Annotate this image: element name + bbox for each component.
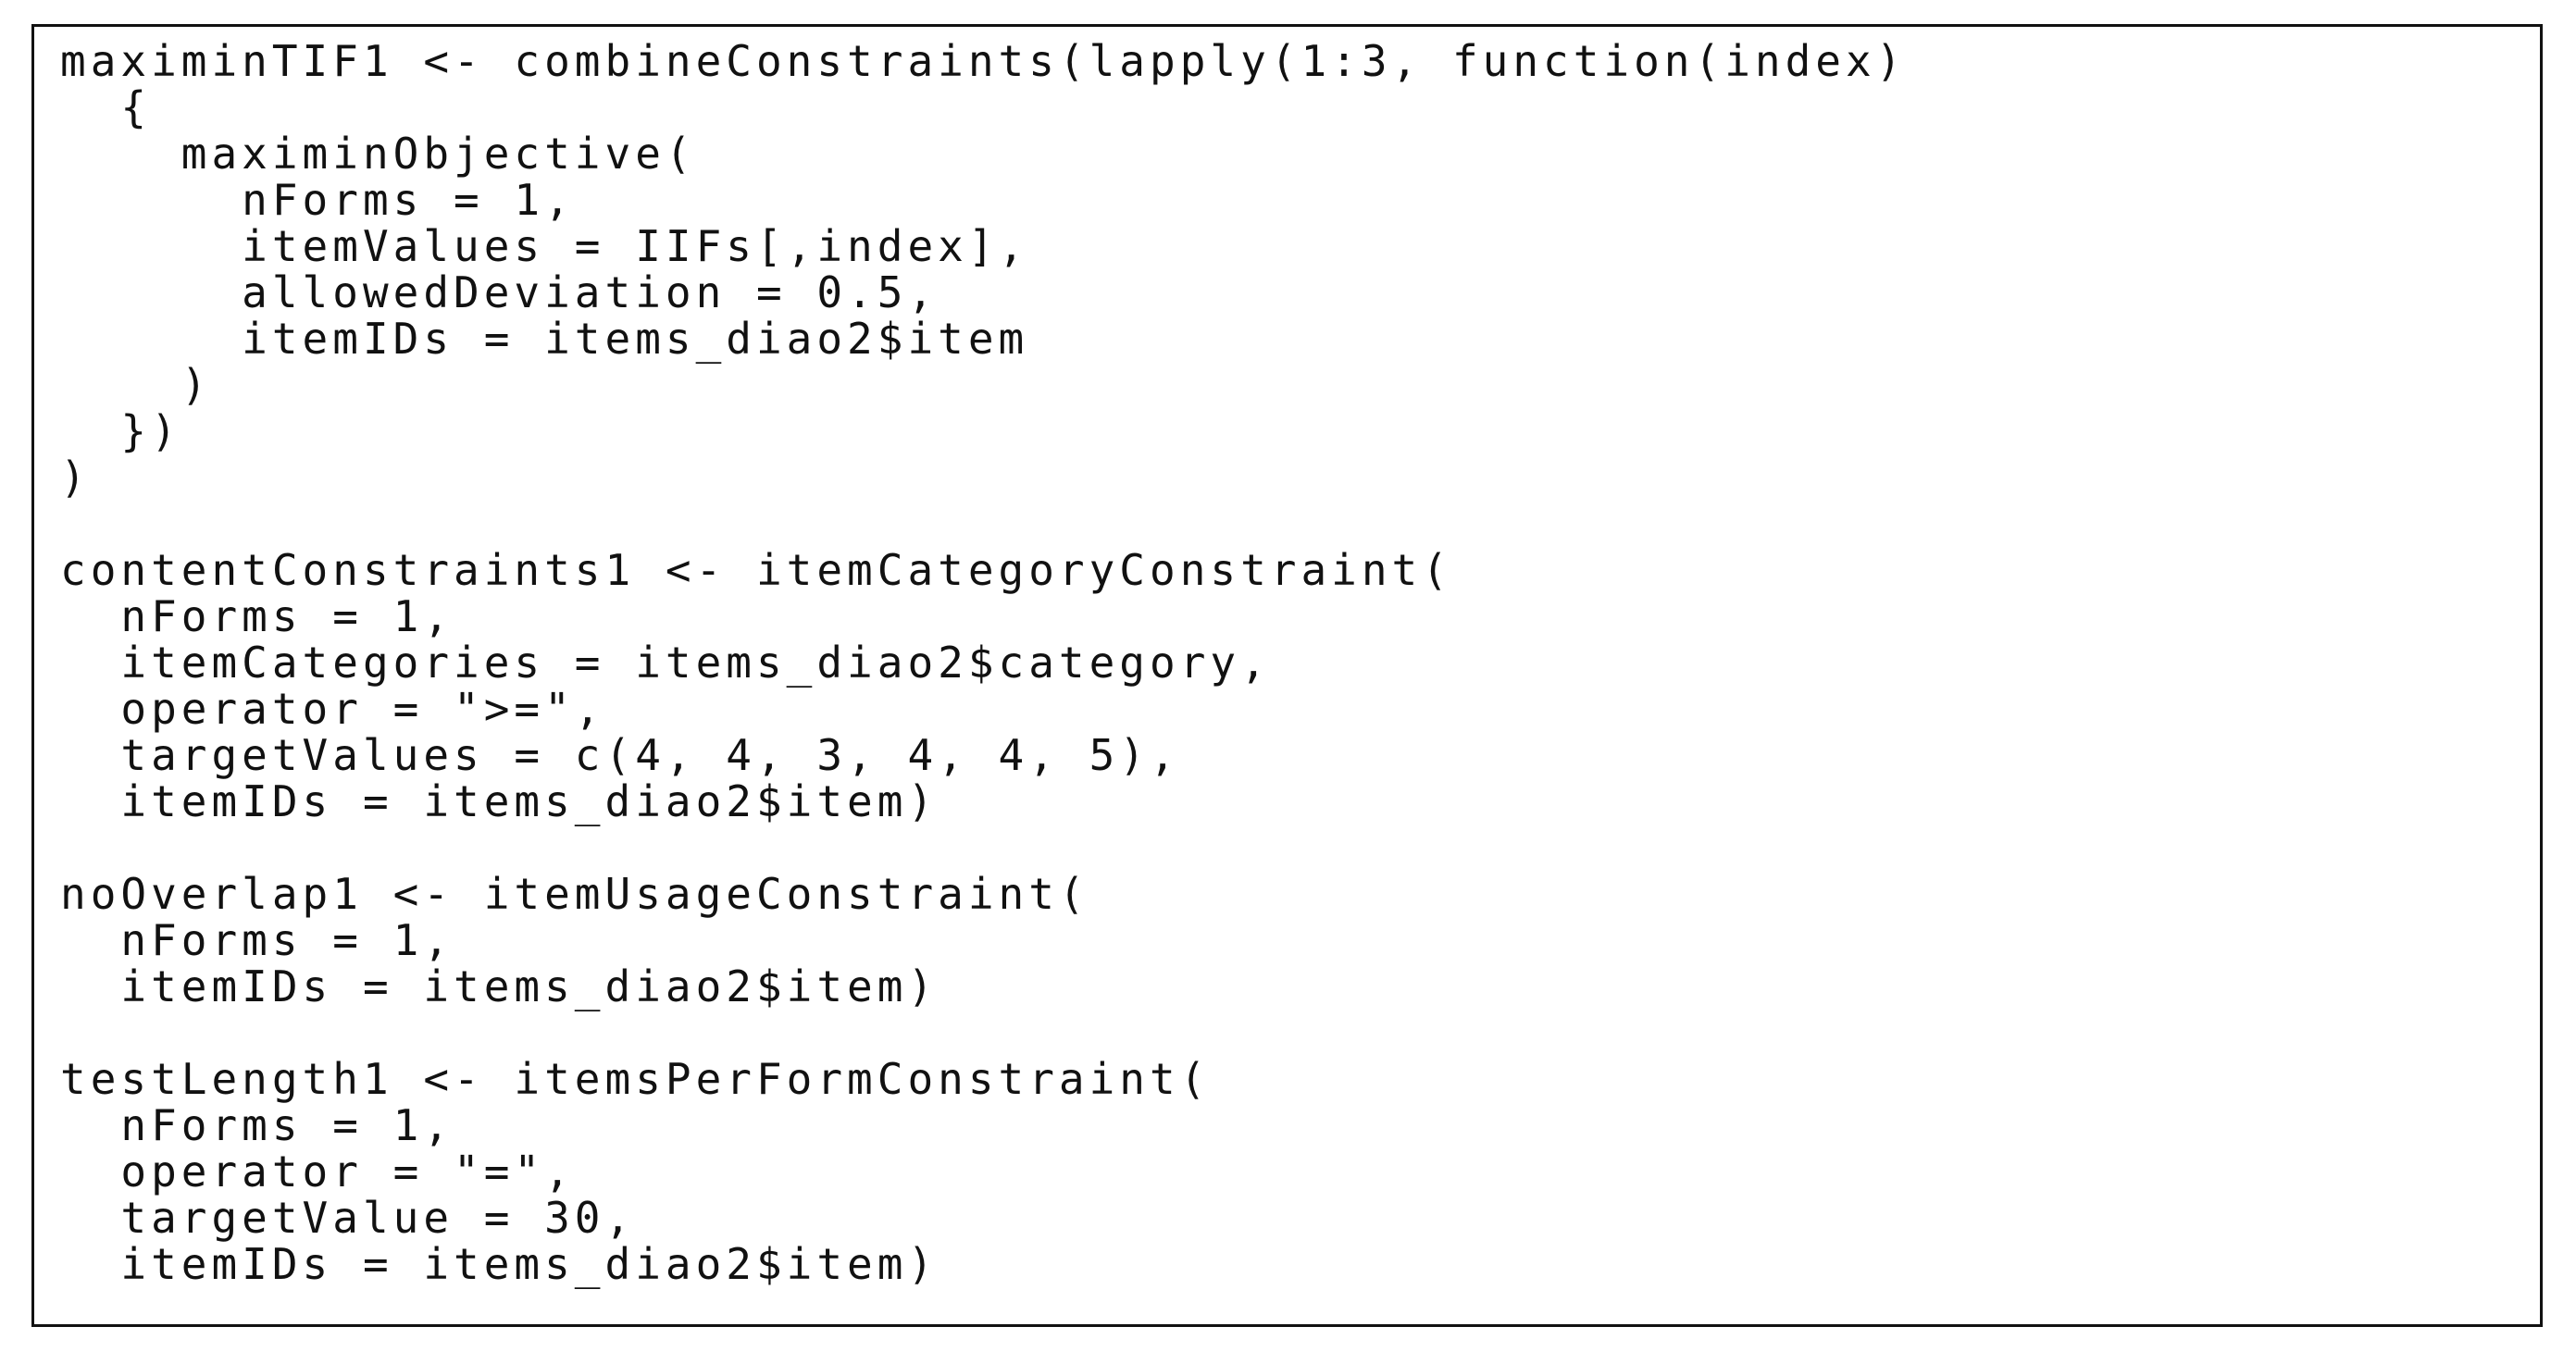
code-line <box>60 825 1906 871</box>
code-line: itemValues = IIFs[,index], <box>60 221 1029 271</box>
code-line: targetValue = 30, <box>60 1193 636 1243</box>
code-line: ) <box>60 360 212 410</box>
code-line: itemCategories = items_diao2$category, <box>60 638 1271 688</box>
code-line: testLength1 <- itemsPerFormConstraint( <box>60 1054 1211 1104</box>
code-line: nForms = 1, <box>60 915 454 965</box>
code-line: allowedDeviation = 0.5, <box>60 267 939 317</box>
code-line: nForms = 1, <box>60 175 575 225</box>
code-line <box>60 501 1906 547</box>
code-line: ) <box>60 453 91 502</box>
code-line: maximinObjective( <box>60 129 696 179</box>
code-line: operator = "=", <box>60 1147 575 1197</box>
code-line: itemIDs = items_diao2$item) <box>60 776 939 826</box>
code-line: contentConstraints1 <- itemCategoryConst… <box>60 545 1452 595</box>
code-listing-frame: maximinTIF1 <- combineConstraints(lapply… <box>31 24 2543 1327</box>
code-line: itemIDs = items_diao2$item <box>60 314 1029 364</box>
code-line: noOverlap1 <- itemUsageConstraint( <box>60 869 1089 919</box>
code-line: itemIDs = items_diao2$item) <box>60 961 939 1011</box>
code-line: nForms = 1, <box>60 1100 454 1150</box>
code-line: }) <box>60 406 181 456</box>
code-line: { <box>60 82 152 132</box>
code-line: itemIDs = items_diao2$item) <box>60 1239 939 1289</box>
code-line: nForms = 1, <box>60 591 454 641</box>
code-line <box>60 1010 1906 1056</box>
code-line: maximinTIF1 <- combineConstraints(lapply… <box>60 36 1907 86</box>
code-line: targetValues = c(4, 4, 3, 4, 4, 5), <box>60 730 1180 780</box>
code-listing: maximinTIF1 <- combineConstraints(lapply… <box>60 38 1906 1287</box>
code-line: operator = ">=", <box>60 684 605 734</box>
